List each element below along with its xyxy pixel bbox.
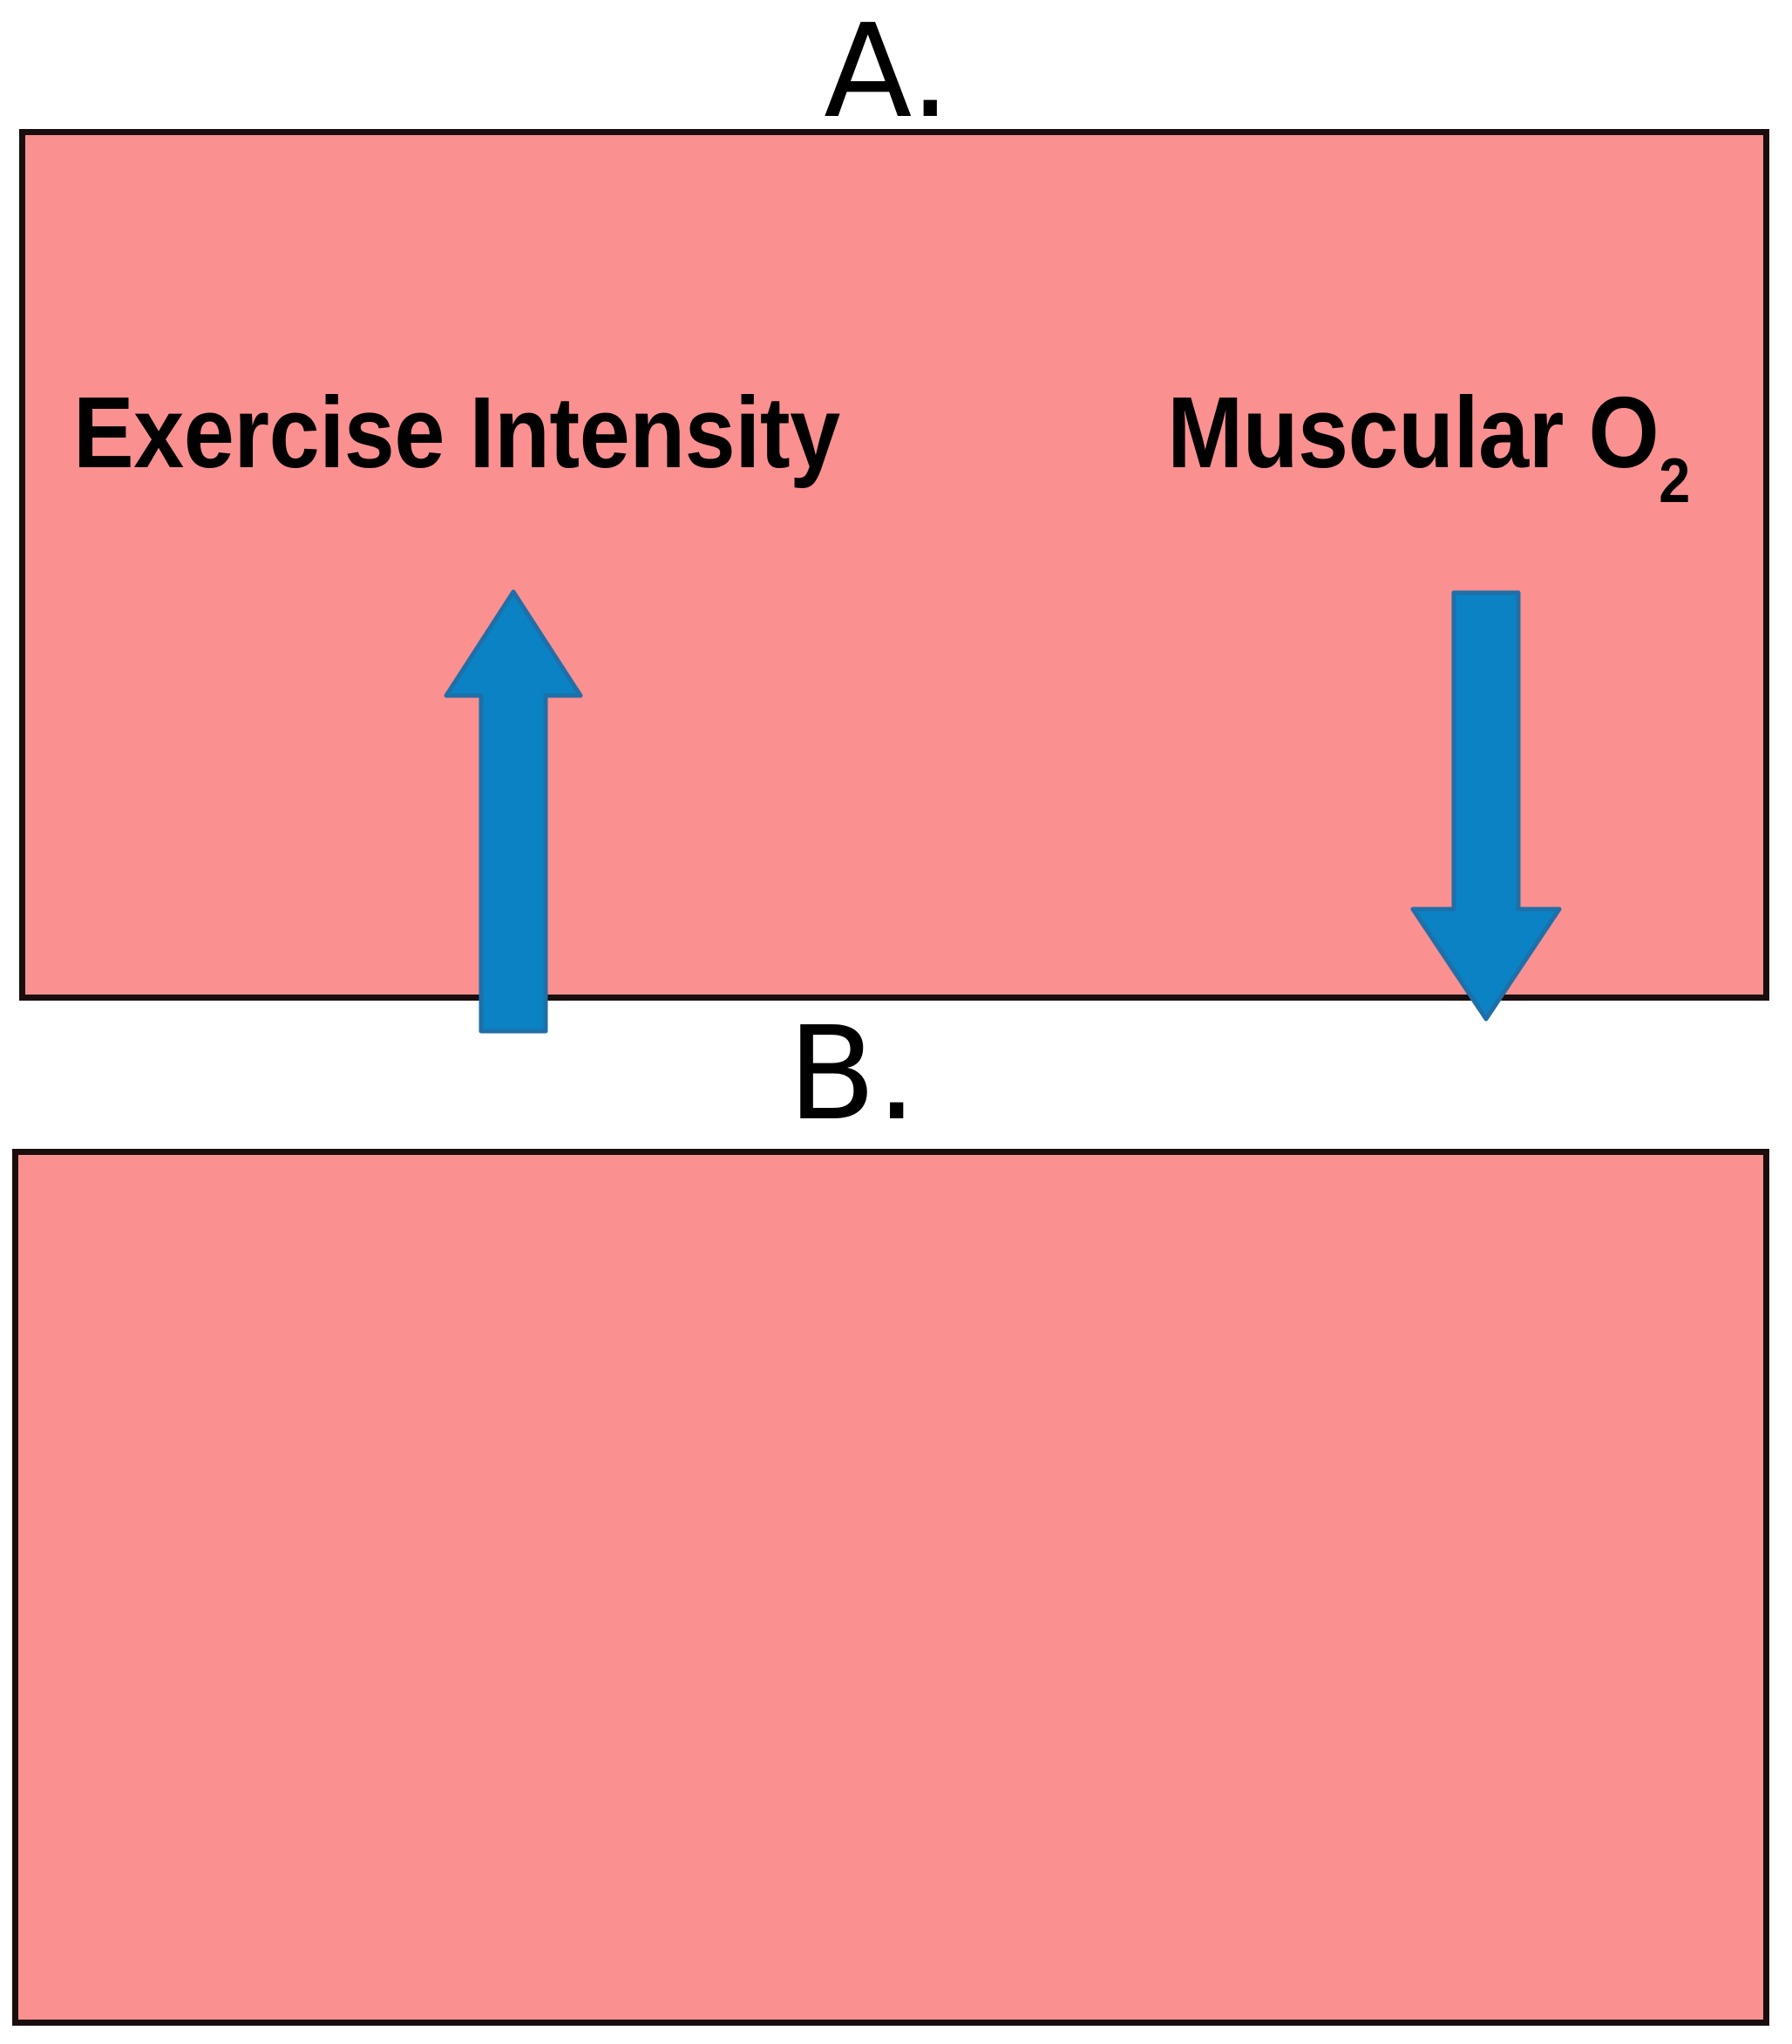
up-arrow-icon-exercise-intensity-svg xyxy=(444,589,583,1034)
down-arrow-icon-muscular-o2-svg xyxy=(1410,590,1562,1022)
down-arrow-icon-muscular-o2 xyxy=(1409,588,1563,1024)
label-muscular-o2-panel-a-text: Muscular O xyxy=(1167,376,1660,489)
panel-a: Exercise Intensity Muscular O2 xyxy=(19,129,1769,1034)
panel-b: Muscular O2 Free radical production xyxy=(12,1149,1769,2026)
label-exercise-intensity: Exercise Intensity xyxy=(73,379,840,486)
panel-b-caption: B. xyxy=(787,999,918,1149)
label-muscular-o2-panel-a-subscript: 2 xyxy=(1659,446,1690,516)
label-muscular-o2-panel-a: Muscular O2 xyxy=(1130,376,1727,513)
up-arrow-icon-exercise-intensity xyxy=(444,587,583,1036)
label-exercise-intensity-text: Exercise Intensity xyxy=(73,376,840,489)
panel-a-caption: A. xyxy=(824,0,951,146)
